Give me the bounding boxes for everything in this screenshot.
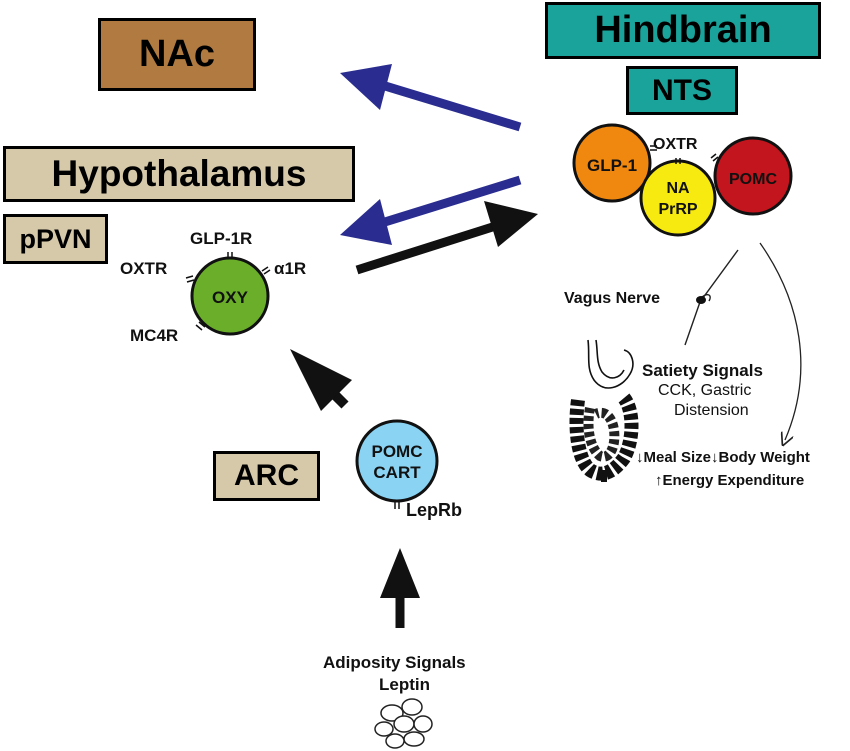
- leptin-label: Leptin: [379, 675, 430, 694]
- glp1-neuron: GLP-1: [572, 123, 652, 203]
- cart-label: CART: [373, 463, 421, 482]
- satiety-cck-label: CCK, Gastric: [658, 382, 752, 399]
- arrow-pvn-to-nts: [355, 201, 538, 275]
- nac-region-box: NAc: [98, 18, 256, 91]
- adiposity-signals-label: Adiposity Signals: [323, 653, 466, 672]
- pomc-cart-neuron: POMC CART: [355, 419, 439, 503]
- nts-oxtr-label: OXTR: [653, 136, 698, 153]
- hypothalamus-region-box: Hypothalamus: [3, 146, 355, 202]
- pomc-nts-label: POMC: [729, 171, 777, 188]
- arrow-nts-to-nac: [340, 64, 522, 132]
- a1r-label: α1R: [274, 259, 307, 278]
- arrow-arc-to-oxy: [290, 349, 352, 411]
- pomc-arc-label: POMC: [372, 442, 423, 461]
- arc-label: ARC: [234, 459, 299, 492]
- lepr-receptor-ticks: [394, 502, 400, 509]
- ppvn-label: pPVN: [19, 223, 92, 254]
- na-prrp-neuron: NA PrRP: [639, 159, 717, 237]
- na-label: NA: [666, 180, 690, 197]
- nts-label: NTS: [652, 73, 712, 107]
- oxy-oxtr-label: OXTR: [120, 259, 168, 278]
- nac-label: NAc: [138, 33, 216, 75]
- leprb-label: LepRb: [406, 500, 462, 520]
- pomc-nts-neuron: POMC: [713, 136, 793, 216]
- glp1-label: GLP-1: [587, 156, 637, 175]
- outcome-energy-label: ↑Energy Expenditure: [655, 472, 805, 489]
- oxy-label: OXY: [212, 288, 249, 307]
- arc-region-box: ARC: [213, 451, 320, 501]
- oxtr-receptor-ticks: [650, 145, 719, 164]
- satiety-distension-label: Distension: [674, 402, 749, 419]
- hindbrain-region-box: Hindbrain: [545, 2, 821, 59]
- satiety-signals-label: Satiety Signals: [642, 361, 763, 380]
- ppvn-region-box: pPVN: [3, 214, 108, 264]
- oxy-receptor-ticks: [185, 252, 271, 331]
- arrow-nts-to-pvn: [340, 175, 522, 245]
- nts-region-box: NTS: [626, 66, 738, 115]
- oxy-neuron: OXY: [190, 256, 270, 336]
- hindbrain-label: Hindbrain: [594, 9, 772, 51]
- mc4r-label: MC4R: [130, 326, 179, 345]
- vagus-nerve-label: Vagus Nerve: [564, 290, 661, 307]
- hypothalamus-label: Hypothalamus: [51, 153, 307, 194]
- outcome-meal-size-label: ↓Meal Size↓Body Weight: [636, 449, 810, 466]
- arrow-adiposity-to-arc: [380, 548, 420, 628]
- prrp-label: PrRP: [658, 201, 697, 218]
- satiety-to-outcome-arrow: [759, 242, 802, 440]
- gut-icon: [569, 339, 639, 482]
- vagus-nerve-line: [684, 249, 739, 346]
- adipocyte-icon: [374, 698, 433, 749]
- glp1r-label: GLP-1R: [190, 229, 253, 248]
